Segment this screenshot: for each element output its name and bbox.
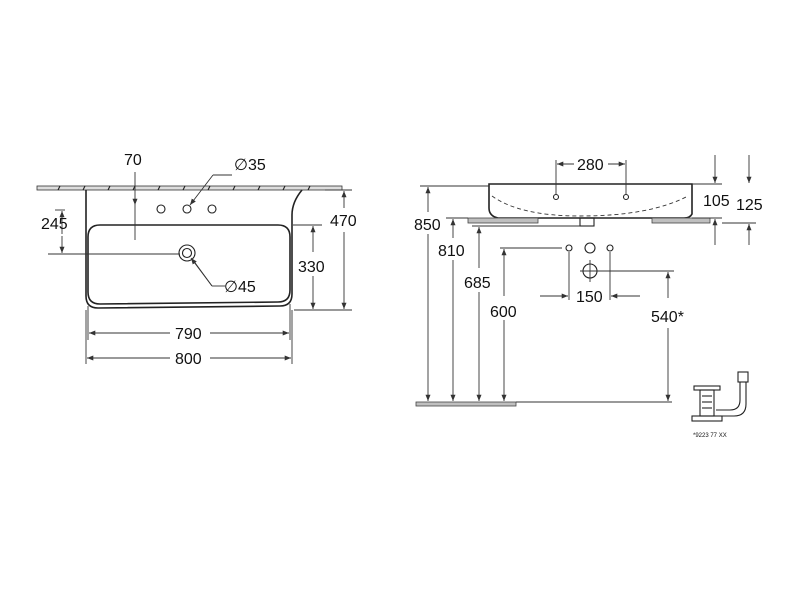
dim-330: 330 xyxy=(298,259,325,276)
dim-800: 800 xyxy=(175,351,202,368)
dim-685: 685 xyxy=(464,275,491,292)
dim-470: 470 xyxy=(330,213,357,230)
tap-hole-center xyxy=(182,204,192,214)
countertop-left xyxy=(467,217,539,224)
dim-150: 150 xyxy=(576,289,603,306)
dim-540: 540* xyxy=(651,309,684,326)
top-wall-edge xyxy=(36,185,343,191)
dim-245: 245 xyxy=(41,216,68,233)
dim-850: 850 xyxy=(414,217,441,234)
supply-right xyxy=(606,244,614,252)
dim-790: 790 xyxy=(175,326,202,343)
trap-illustration xyxy=(691,371,749,422)
dim-125: 125 xyxy=(736,197,763,214)
countertop-right xyxy=(651,217,711,224)
dim-280: 280 xyxy=(577,157,604,174)
tap-hole-right xyxy=(207,204,217,214)
basin-bowl xyxy=(87,224,291,305)
floor-line xyxy=(415,401,517,407)
basin-side-body xyxy=(488,183,693,219)
basin-outline xyxy=(85,189,303,309)
side-view: 280 105 125 850 810 685 600 xyxy=(414,155,763,439)
trap-note: *9223 77 XX xyxy=(693,433,727,439)
dim-105: 105 xyxy=(703,193,730,210)
drain-inner xyxy=(181,247,193,259)
dim-810: 810 xyxy=(438,243,465,260)
dim-d35: ∅35 xyxy=(234,157,266,174)
tap-hole-left xyxy=(156,204,166,214)
dim-70: 70 xyxy=(124,152,142,169)
dim-d45: ∅45 xyxy=(224,279,256,296)
top-view: 70 ∅35 245 470 330 ∅45 790 xyxy=(36,152,357,368)
dim-600: 600 xyxy=(490,304,517,321)
basin-side-bowl xyxy=(491,195,689,217)
drain-outlet xyxy=(584,242,596,254)
drain-outer xyxy=(178,244,196,262)
supply-left xyxy=(565,244,573,252)
